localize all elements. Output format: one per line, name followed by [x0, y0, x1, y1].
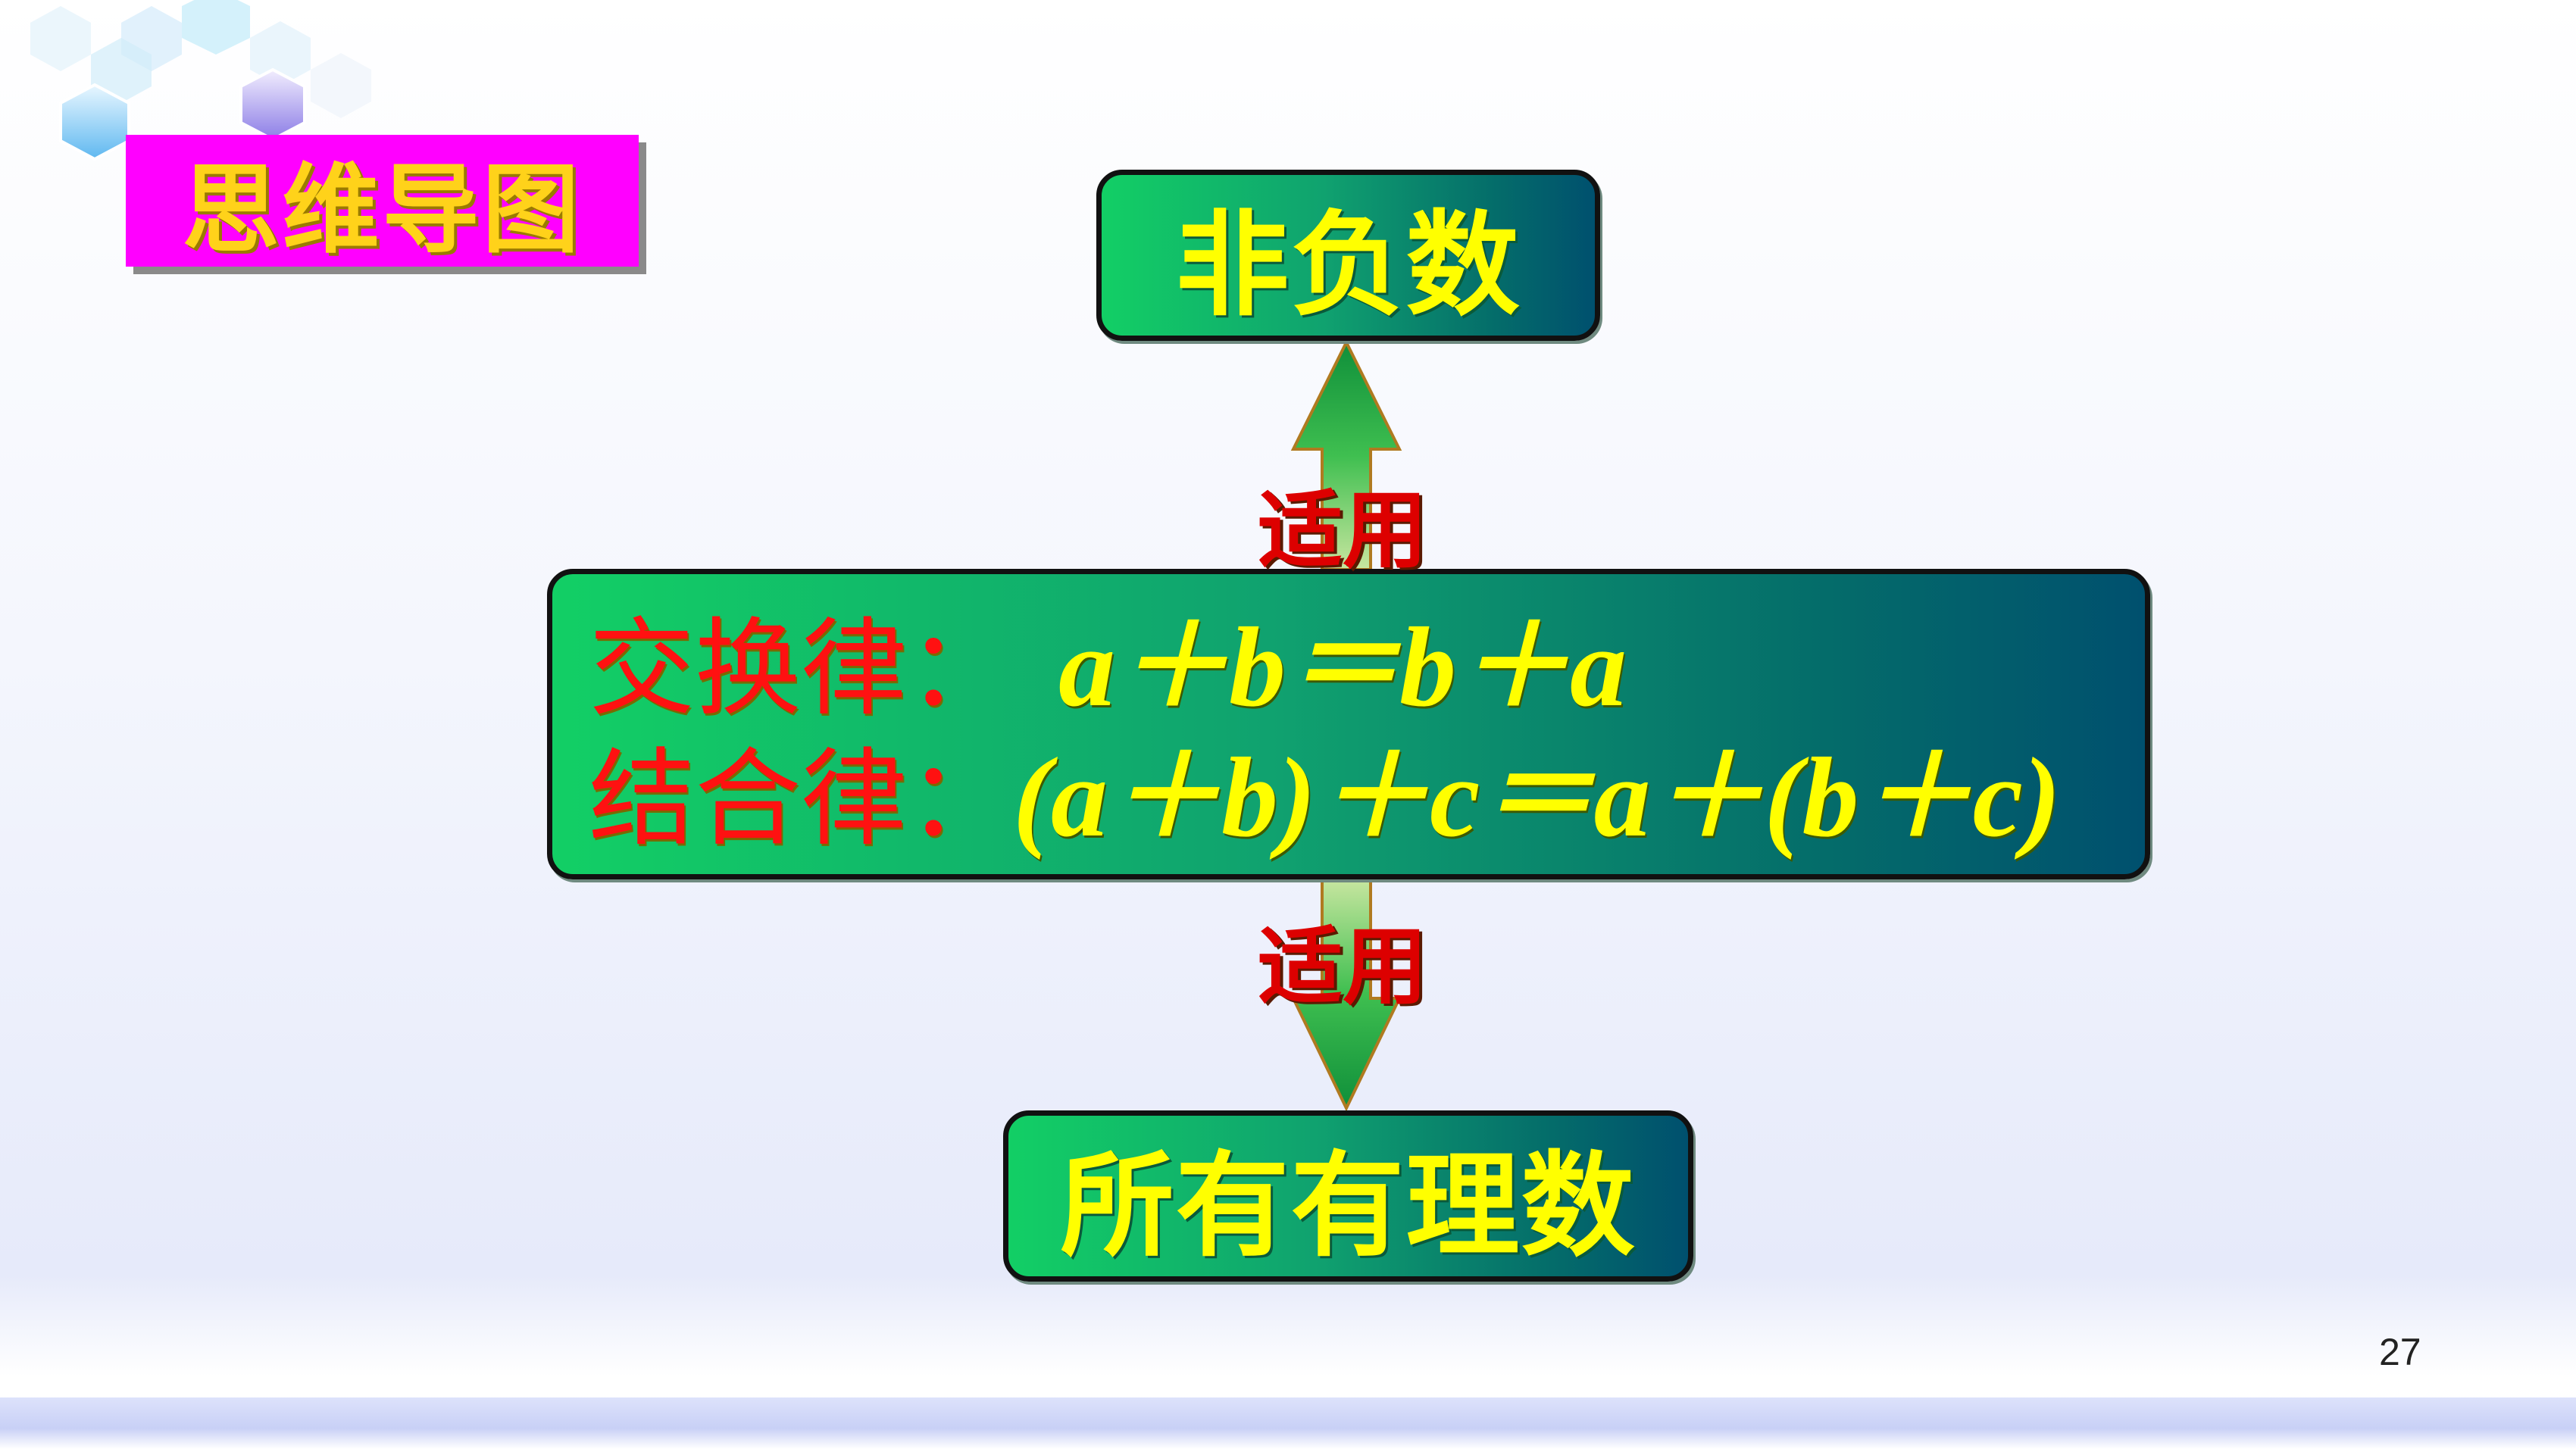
node-laws: 交换律：a＋b＝b＋a 结合律：(a＋b)＋c＝a＋(b＋c): [547, 569, 2150, 879]
associative-law-name: 结合律：: [589, 738, 1014, 861]
page-number: 27: [2379, 1331, 2421, 1373]
associative-law: 结合律：(a＋b)＋c＝a＋(b＋c): [589, 741, 2061, 854]
node-non-negative: 非负数: [1096, 170, 1600, 341]
commutative-law-name: 交换律：: [589, 607, 1014, 731]
bottom-band: [0, 1397, 2576, 1449]
hexagon-decoration-icon: [30, 0, 371, 161]
node-all-rationals: 所有有理数: [1003, 1110, 1693, 1282]
edge-label-up: 适用: [1258, 482, 1427, 580]
node-non-negative-label: 非负数: [1175, 199, 1521, 332]
commutative-law: 交换律：a＋b＝b＋a: [589, 611, 1627, 724]
node-all-rationals-label: 所有有理数: [1060, 1140, 1637, 1273]
arrow-down-icon: [1290, 877, 1402, 1112]
edge-label-down: 适用: [1258, 918, 1427, 1016]
title-tag-text: 思维导图: [182, 153, 583, 267]
title-tag: 思维导图: [126, 135, 639, 267]
associative-law-formula: (a＋b)＋c＝a＋(b＋c): [1013, 735, 2061, 860]
commutative-law-formula: a＋b＝b＋a: [1058, 604, 1627, 730]
